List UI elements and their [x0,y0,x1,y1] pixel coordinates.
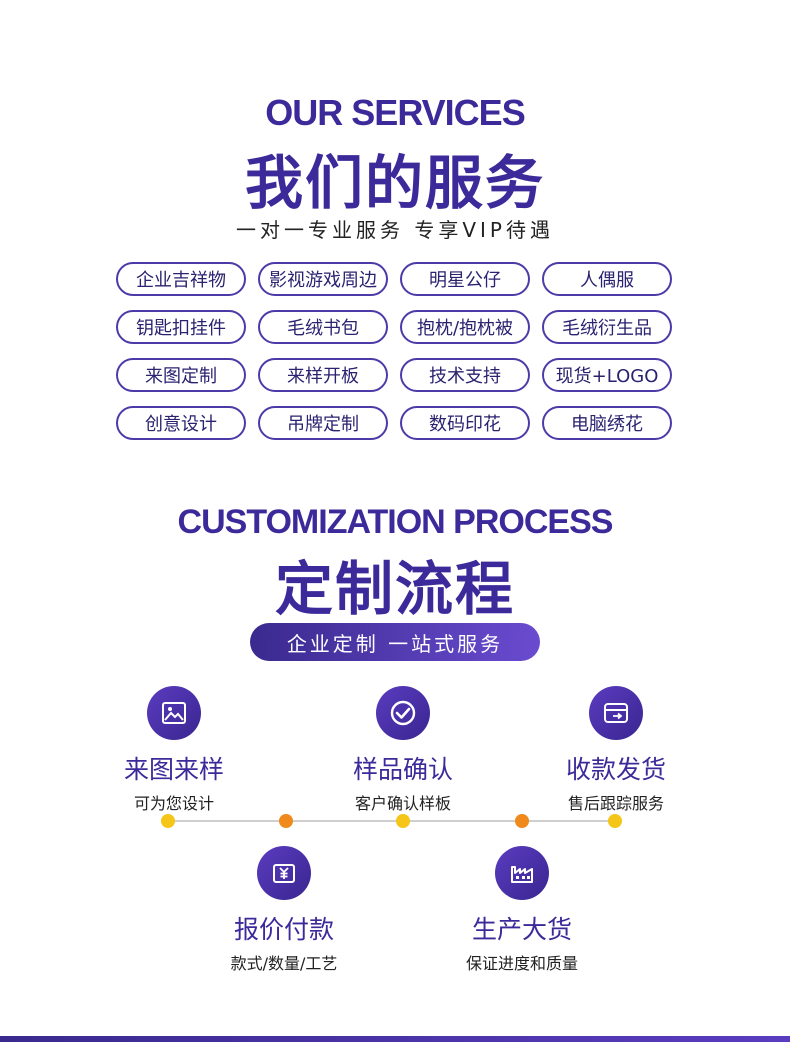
service-tag: 电脑绣花 [542,406,672,440]
step-title: 来图来样 [123,755,224,784]
factory-icon [495,846,549,900]
yen-box-icon [257,846,311,900]
step-title: 生产大货 [471,915,572,944]
service-tag: 企业吉祥物 [116,262,246,296]
service-tag: 来样开板 [258,358,388,392]
image-icon [147,686,201,740]
process-pill-banner: 企业定制 一站式服务 [250,623,540,661]
step-desc: 款式/数量/工艺 [230,954,338,973]
process-title-en: CUSTOMIZATION PROCESS [177,503,614,541]
service-tag: 吊牌定制 [258,406,388,440]
step-desc: 可为您设计 [133,794,214,813]
service-tag: 毛绒书包 [258,310,388,344]
step-title: 报价付款 [233,915,334,944]
step-title: 收款发货 [565,755,666,784]
bottom-accent-bar [0,1036,790,1042]
service-tag: 来图定制 [116,358,246,392]
timeline-dot [396,814,410,828]
delivery-card-icon [589,686,643,740]
service-tag: 明星公仔 [400,262,530,296]
service-tag: 创意设计 [116,406,246,440]
timeline-dot [608,814,622,828]
service-tag: 现货+LOGO [542,358,672,392]
service-tag: 数码印花 [400,406,530,440]
process-step: 报价付款 款式/数量/工艺 [194,846,374,974]
step-desc: 客户确认样板 [354,794,451,813]
service-tag: 人偶服 [542,262,672,296]
service-tag: 技术支持 [400,358,530,392]
process-step: 收款发货 售后跟踪服务 [526,686,706,814]
step-desc: 售后跟踪服务 [567,794,664,813]
services-title-cn: 我们的服务 [244,149,545,217]
process-title-cn: 定制流程 [274,555,515,623]
services-title-en: OUR SERVICES [265,92,525,133]
service-tag: 毛绒衍生品 [542,310,672,344]
timeline-dot [515,814,529,828]
timeline-line [168,820,616,822]
check-circle-icon [376,686,430,740]
step-desc: 保证进度和质量 [465,954,578,973]
services-subtitle: 一对一专业服务 专享VIP待遇 [236,218,554,242]
service-tag: 抱枕/抱枕被 [400,310,530,344]
step-title: 样品确认 [352,755,453,784]
process-step: 生产大货 保证进度和质量 [432,846,612,974]
process-step: 来图来样 可为您设计 [84,686,264,814]
timeline-dot [161,814,175,828]
process-step: 样品确认 客户确认样板 [313,686,493,814]
service-tag: 影视游戏周边 [258,262,388,296]
service-tag: 钥匙扣挂件 [116,310,246,344]
timeline-dot [279,814,293,828]
service-tag-grid: 企业吉祥物 影视游戏周边 明星公仔 人偶服 钥匙扣挂件 毛绒书包 抱枕/抱枕被 … [116,262,676,440]
